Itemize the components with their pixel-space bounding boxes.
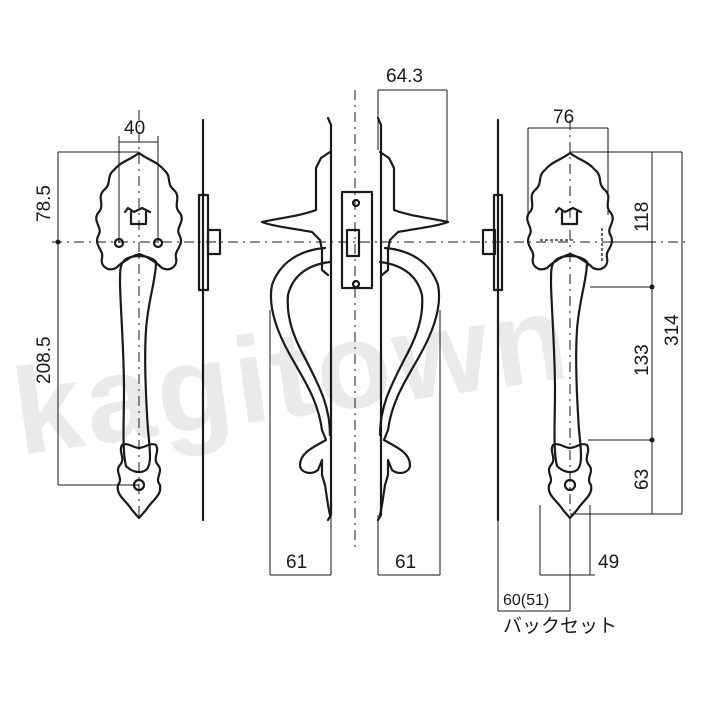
side-lock-case bbox=[340, 190, 374, 290]
side-case-screw-bottom bbox=[351, 279, 361, 289]
front-grip bbox=[118, 254, 158, 474]
back-lower-dim: 63 bbox=[632, 469, 653, 490]
backset-label: バックセット bbox=[503, 615, 617, 637]
side-left-grip bbox=[269, 246, 332, 517]
front-upper-dim: 78.5 bbox=[34, 185, 55, 222]
front-dim-mark bbox=[55, 239, 61, 245]
back-bottom-screw bbox=[563, 478, 577, 492]
back-dim-mark-upper bbox=[649, 284, 655, 290]
back-mid-dim: 133 bbox=[632, 344, 653, 376]
side-left-escutcheon bbox=[260, 150, 332, 277]
side-right-grip-dim: 61 bbox=[395, 552, 416, 573]
back-bottom-width-dim: 49 bbox=[598, 552, 619, 573]
front-escutcheon bbox=[95, 151, 183, 271]
front-lower-dim: 208.5 bbox=[34, 336, 55, 384]
back-width-dim: 76 bbox=[553, 107, 574, 128]
back-dim-mark-lower bbox=[649, 437, 655, 443]
side-right-grip bbox=[378, 246, 441, 517]
backset-dim: 60(51) bbox=[503, 592, 549, 609]
side-left-grip-dim: 61 bbox=[286, 552, 307, 573]
side-door-right-edge bbox=[376, 116, 383, 522]
side-door-left-edge bbox=[326, 116, 333, 522]
back-spindle bbox=[481, 228, 497, 256]
front-view: 40 78.5 208.5 bbox=[34, 118, 222, 522]
front-width-dim: 40 bbox=[124, 118, 145, 139]
side-latch bbox=[345, 228, 361, 258]
front-turn-icon bbox=[123, 206, 152, 226]
back-grip bbox=[549, 254, 589, 474]
back-total-dim: 314 bbox=[662, 314, 683, 346]
back-upper-dim: 118 bbox=[632, 202, 653, 232]
side-case-screw-top bbox=[351, 198, 361, 208]
front-bottom-plate bbox=[116, 443, 162, 520]
front-spindle bbox=[206, 228, 222, 256]
side-view: 64.3 61 61 bbox=[260, 66, 450, 576]
side-right-escutcheon bbox=[378, 150, 450, 277]
back-view: 76 118 314 133 63 49 60(51) バックセット bbox=[481, 107, 683, 637]
back-thumbturn-icon bbox=[554, 206, 583, 226]
back-bottom-plate bbox=[547, 443, 593, 520]
watermark-text: kagitown bbox=[5, 268, 579, 481]
side-projection-dim: 64.3 bbox=[386, 66, 423, 87]
